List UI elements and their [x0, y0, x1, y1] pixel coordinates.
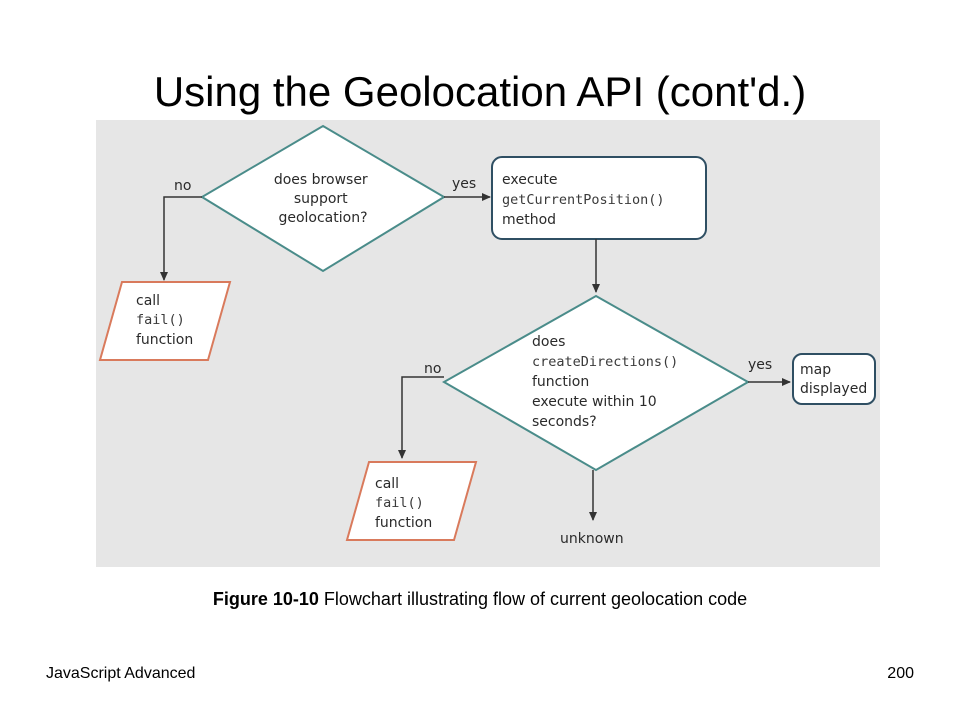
decision-browser-support-text: does browser support geolocation?: [274, 172, 372, 226]
edge-d2-no-label: no: [424, 361, 441, 377]
edge-d1-no-label: no: [174, 178, 191, 194]
io2-line3: function: [375, 515, 432, 531]
footer-course-name: JavaScript Advanced: [46, 665, 196, 682]
flowchart-panel: does browser support geolocation? yes ex…: [96, 120, 880, 567]
decision-create-directions: [441, 294, 751, 472]
terminal-line: map: [800, 362, 831, 378]
decision-browser-support: [200, 124, 446, 273]
decision2-line4: execute within 10: [532, 394, 657, 410]
terminal-map-displayed: [792, 353, 876, 405]
decision1-line: geolocation?: [278, 210, 367, 226]
decision1-line: support: [294, 191, 348, 207]
edge-d2-yes-label: yes: [748, 357, 772, 373]
io1-line3: function: [136, 332, 193, 348]
io-call-fail-2: [345, 461, 478, 541]
decision2-line1: does: [532, 334, 565, 350]
terminal-line: displayed: [800, 381, 867, 397]
decision2-line5: seconds?: [532, 414, 597, 430]
edge-d1-yes-label: yes: [452, 176, 476, 192]
process1-line3: method: [502, 212, 556, 228]
edge-d1-no: [160, 196, 202, 281]
process1-line1: execute: [502, 172, 558, 188]
figure-caption-text: Flowchart illustrating flow of current g…: [323, 589, 748, 609]
decision2-line3: function: [532, 374, 589, 390]
footer-page-number: 200: [887, 665, 914, 682]
io1-code: fail(): [136, 312, 185, 328]
io1-line1: call: [136, 293, 160, 309]
edge-d2-unknown-label: unknown: [560, 531, 624, 547]
io-call-fail-1: [98, 281, 232, 361]
io2-line1: call: [375, 476, 399, 492]
slide-title: Using the Geolocation API (cont'd.): [153, 68, 807, 115]
flowchart: does browser support geolocation? yes ex…: [98, 124, 876, 547]
edge-d2-no: [398, 376, 444, 459]
figure-caption: Figure 10-10 Flowchart illustrating flow…: [0, 588, 960, 610]
figure-caption-label: Figure 10-10: [212, 589, 319, 609]
process1-code: getCurrentPosition(): [502, 192, 665, 208]
decision1-line: does browser: [274, 172, 368, 188]
decision2-code: createDirections(): [532, 354, 678, 370]
io2-code: fail(): [375, 495, 424, 511]
process-get-current-position: [491, 156, 707, 240]
